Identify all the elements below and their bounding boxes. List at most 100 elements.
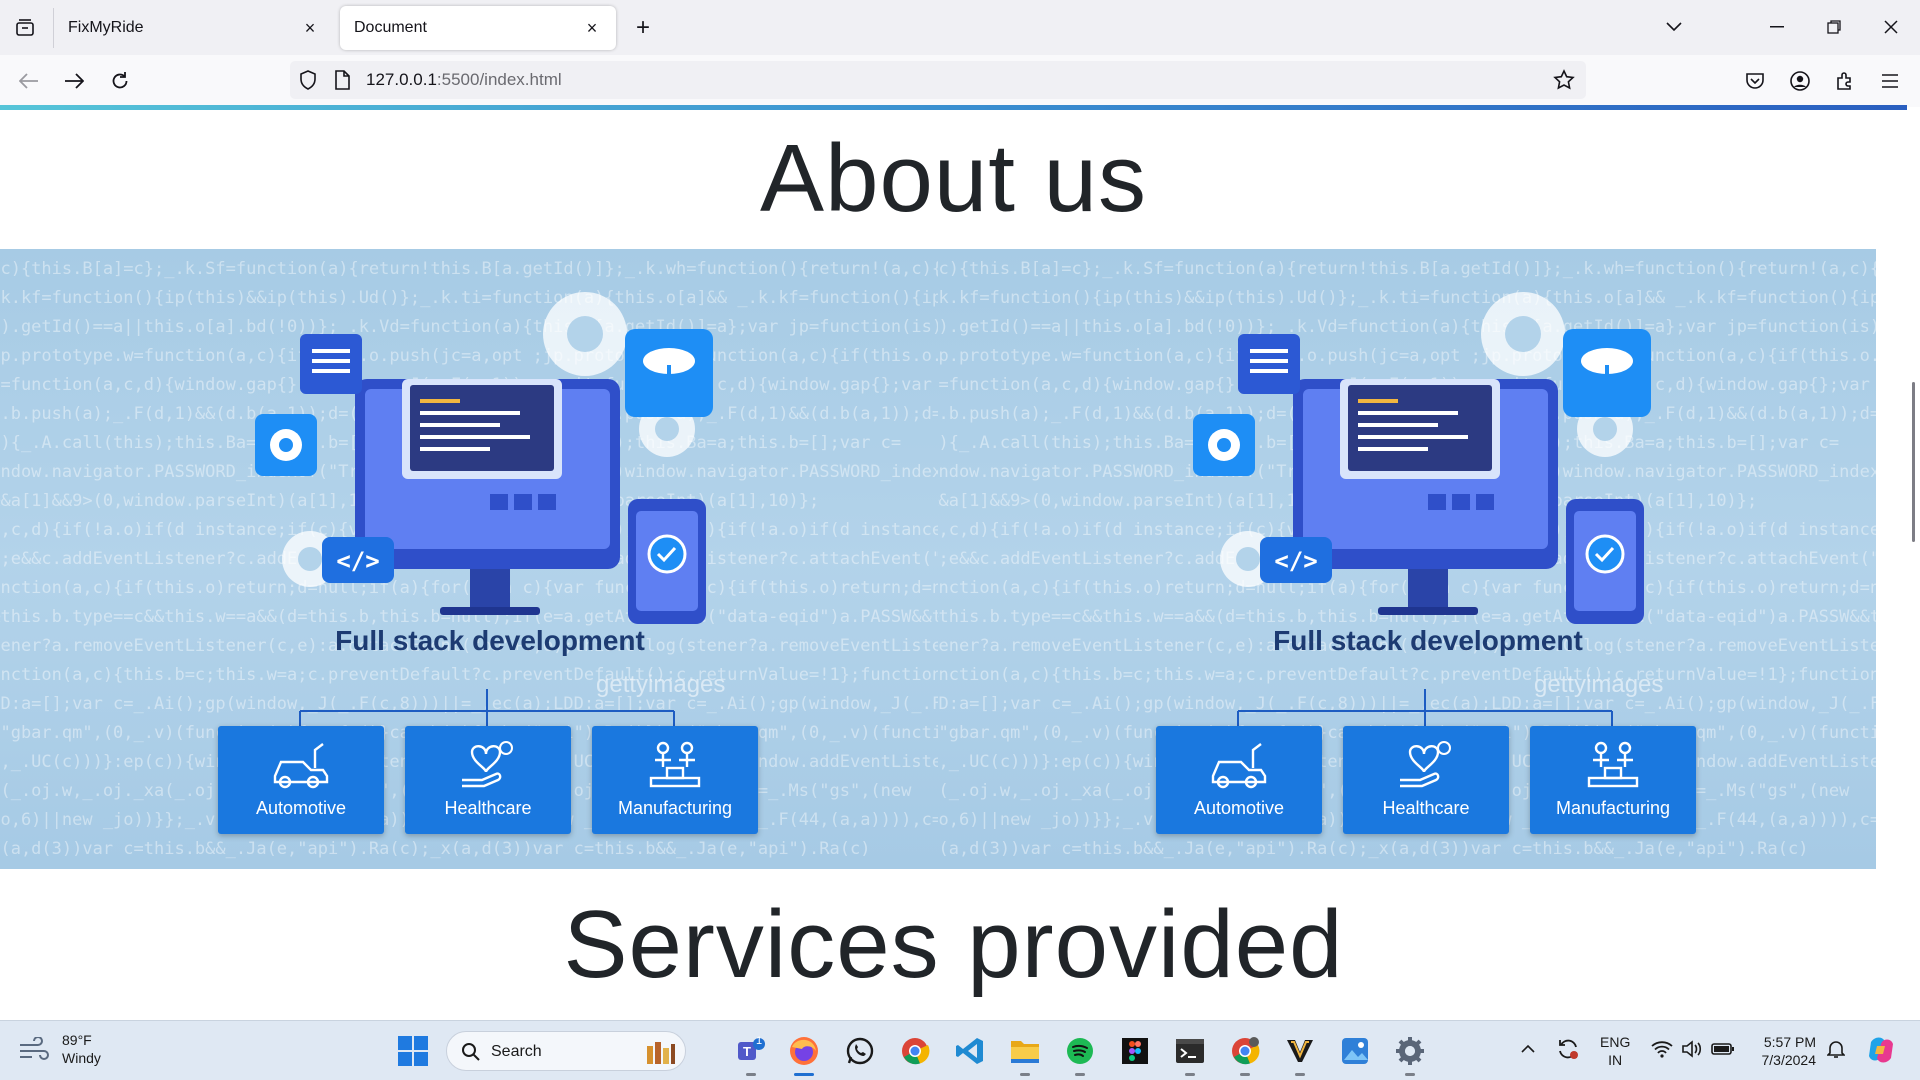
url-path: :5500/index.html	[436, 70, 562, 89]
spotify-icon[interactable]	[1062, 1033, 1098, 1076]
close-icon[interactable]: ×	[586, 17, 598, 38]
code-line: _.k.kf=function(){ip(this)&&ip(this).Ud(…	[0, 288, 938, 308]
banner-title: Full stack development	[335, 625, 645, 656]
volume-icon[interactable]	[1680, 1037, 1704, 1061]
tab-fixmyride[interactable]: FixMyRide ×	[54, 6, 334, 50]
code-line: _.k.kf=function(){ip(this)&&ip(this).Ud(…	[938, 288, 1876, 308]
manufacturing-card: Manufacturing	[592, 726, 758, 834]
tab-document[interactable]: Document ×	[340, 6, 616, 50]
minimize-button[interactable]	[1760, 12, 1794, 42]
figma-icon[interactable]	[1117, 1033, 1153, 1069]
healthcare-label: Healthcare	[444, 798, 532, 818]
settings-gear-icon[interactable]	[1392, 1033, 1428, 1076]
back-button[interactable]	[12, 65, 46, 97]
bookmark-star-icon[interactable]	[1552, 68, 1576, 92]
tab-list-icon[interactable]	[10, 14, 40, 42]
teams-icon[interactable]: T 1	[733, 1033, 769, 1076]
copilot-icon[interactable]	[1864, 1033, 1898, 1067]
healthcare-label: Healthcare	[1382, 798, 1470, 818]
tab-title: FixMyRide	[68, 19, 144, 36]
show-hidden-icons-chevron-icon[interactable]	[1518, 1037, 1538, 1061]
pocket-icon[interactable]	[1738, 65, 1772, 97]
search-icon	[462, 1043, 480, 1061]
shield-icon[interactable]	[296, 68, 320, 92]
clock-date: 7/3/2024	[1761, 1052, 1817, 1068]
running-indicator	[1295, 1073, 1305, 1076]
forward-button[interactable]	[57, 65, 91, 97]
start-windows-icon[interactable]	[398, 1036, 428, 1066]
car-robot-icon	[218, 740, 384, 790]
running-indicator	[1405, 1073, 1415, 1076]
about-us-heading: About us	[760, 125, 1147, 232]
sync-icon[interactable]	[1554, 1035, 1582, 1063]
illustration: </>	[255, 292, 713, 745]
code-line: stener?a.removeEventListener(c,e):a.deta…	[938, 636, 1876, 656]
taskbar-search[interactable]: Search	[446, 1031, 686, 1071]
code-line: a,c){this.B[a]=c};_.k.Sf=function(a){ret…	[0, 259, 938, 279]
watermark-text: gettyimages	[1534, 671, 1664, 698]
running-indicator	[1240, 1073, 1250, 1076]
automotive-label: Automotive	[255, 798, 347, 818]
tab-overflow-chevron-icon[interactable]	[1657, 12, 1691, 42]
automotive-label: Automotive	[1193, 798, 1285, 818]
running-indicator	[1075, 1073, 1085, 1076]
factory-robot-icon	[592, 740, 758, 790]
chrome-icon[interactable]	[897, 1033, 933, 1069]
hand-heart-icon	[1343, 740, 1509, 790]
wind-icon	[20, 1037, 49, 1060]
notification-bell-icon[interactable]	[1824, 1037, 1848, 1061]
search-placeholder: Search	[491, 1043, 542, 1060]
system-clock[interactable]: 5:57 PM 7/3/2024	[1752, 1033, 1817, 1069]
teams-badge: 1	[755, 1035, 763, 1047]
file-explorer-icon[interactable]	[1007, 1033, 1043, 1076]
weather-temperature: 89°F	[62, 1032, 92, 1048]
browser-toolbar: 127.0.0.1:5500/index.html	[0, 55, 1920, 107]
code-line: stener?a.removeEventListener(c,e):a.deta…	[0, 636, 938, 656]
url-bar[interactable]: 127.0.0.1:5500/index.html	[290, 61, 1586, 99]
url-host: 127.0.0.1	[366, 70, 437, 89]
new-tab-button[interactable]: +	[635, 14, 650, 41]
close-icon[interactable]: ×	[304, 17, 316, 38]
watermark-text: gettyimages	[596, 671, 726, 698]
svg-text:</>: </>	[1274, 547, 1317, 575]
running-indicator	[1185, 1073, 1195, 1076]
code-line: function(a,c){this.b=c;this.w=a;c.preven…	[938, 665, 1876, 685]
menu-icon[interactable]	[1873, 65, 1907, 97]
code-line: _x(a,d(3))var c=this.b&&_.Ja(e,"api").Ra…	[938, 839, 1809, 859]
photos-icon[interactable]	[1337, 1033, 1373, 1069]
weather-widget[interactable]: 89°F Windy	[18, 1031, 101, 1067]
banner-image-left: a,c){this.B[a]=c};_.k.Sf=function(a){ret…	[0, 249, 938, 869]
banner-title: Full stack development	[1273, 625, 1583, 656]
chrome-profile-icon[interactable]	[1227, 1033, 1263, 1076]
language-indicator[interactable]: ENG IN	[1600, 1033, 1630, 1069]
code-line: LDD:a=[];var c=_.Ai();gp(window,_J(_.F(c…	[938, 694, 1876, 714]
vivaldi-icon[interactable]	[1282, 1033, 1318, 1076]
search-highlight-icon	[647, 1042, 675, 1064]
reload-button[interactable]	[103, 65, 137, 97]
factory-robot-icon	[1530, 740, 1696, 790]
scrollbar-thumb[interactable]	[1912, 382, 1915, 542]
language-code: ENG	[1600, 1034, 1631, 1050]
extensions-icon[interactable]	[1828, 65, 1862, 97]
url-text: 127.0.0.1:5500/index.html	[366, 70, 562, 90]
wifi-icon[interactable]	[1650, 1037, 1674, 1061]
manufacturing-label: Manufacturing	[617, 798, 733, 818]
restore-button[interactable]	[1817, 12, 1851, 42]
account-icon[interactable]	[1783, 65, 1817, 97]
whatsapp-icon[interactable]	[842, 1033, 878, 1069]
battery-icon[interactable]	[1710, 1037, 1736, 1061]
firefox-icon[interactable]	[786, 1033, 822, 1076]
running-indicator	[746, 1073, 756, 1076]
manufacturing-label: Manufacturing	[1555, 798, 1671, 818]
clock-time: 5:57 PM	[1763, 1034, 1816, 1050]
code-line: function(a,c){this.b=c;this.w=a;c.preven…	[0, 665, 938, 685]
browser-tab-strip: FixMyRide × Document × +	[0, 0, 1920, 55]
close-window-button[interactable]	[1874, 12, 1908, 42]
banner-image-right: a,c){this.B[a]=c};_.k.Sf=function(a){ret…	[938, 249, 1876, 869]
illustration: </>	[1193, 292, 1651, 745]
vscode-icon[interactable]	[952, 1033, 988, 1069]
page-icon[interactable]	[330, 68, 354, 92]
tab-separator	[53, 8, 54, 48]
hand-heart-icon	[405, 740, 571, 790]
terminal-icon[interactable]	[1172, 1033, 1208, 1076]
